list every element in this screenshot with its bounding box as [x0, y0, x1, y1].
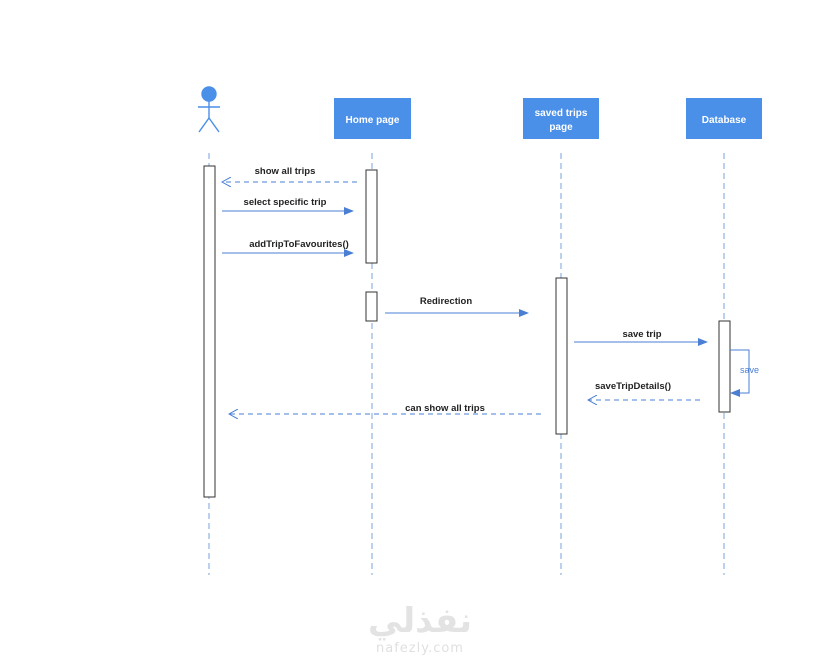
message-add-trip-to-favourites: addTripToFavourites() [222, 239, 354, 257]
participant-home-page: Home page [334, 98, 411, 139]
participant-saved-label-line1: saved trips [535, 108, 588, 119]
message-select-specific-trip: select specific trip [222, 197, 354, 215]
watermark-logo: نفذلي nafezly.com [368, 601, 472, 656]
message-label: select specific trip [244, 197, 327, 208]
actor-icon [198, 86, 220, 133]
message-can-show-all-trips: can show all trips [229, 403, 541, 414]
message-label: saveTripDetails() [595, 381, 671, 392]
message-redirection: Redirection [385, 296, 529, 317]
message-show-all-trips: show all trips [222, 166, 357, 182]
message-label: addTripToFavourites() [249, 239, 349, 250]
message-save-trip-details: saveTripDetails() [588, 381, 700, 400]
activation-home-1 [365, 169, 378, 264]
message-label: save [740, 365, 759, 375]
participant-saved-trips-page: saved trips page [523, 98, 599, 139]
message-label: can show all trips [405, 403, 485, 414]
activation-actor [203, 165, 216, 498]
activation-database [718, 320, 731, 413]
message-label: Redirection [420, 296, 472, 307]
message-label: show all trips [255, 166, 316, 177]
watermark-latin: nafezly.com [376, 641, 464, 656]
message-save-self: save [730, 349, 759, 397]
participant-home-label: Home page [346, 115, 400, 126]
message-label: save trip [622, 329, 661, 340]
participant-database-label: Database [702, 115, 747, 126]
participant-database: Database [686, 98, 762, 139]
message-save-trip: save trip [574, 329, 708, 346]
watermark-arabic: نفذلي [368, 601, 472, 641]
activation-saved [555, 277, 568, 435]
participant-saved-label-line2: page [549, 122, 573, 133]
activation-home-2 [365, 291, 378, 322]
